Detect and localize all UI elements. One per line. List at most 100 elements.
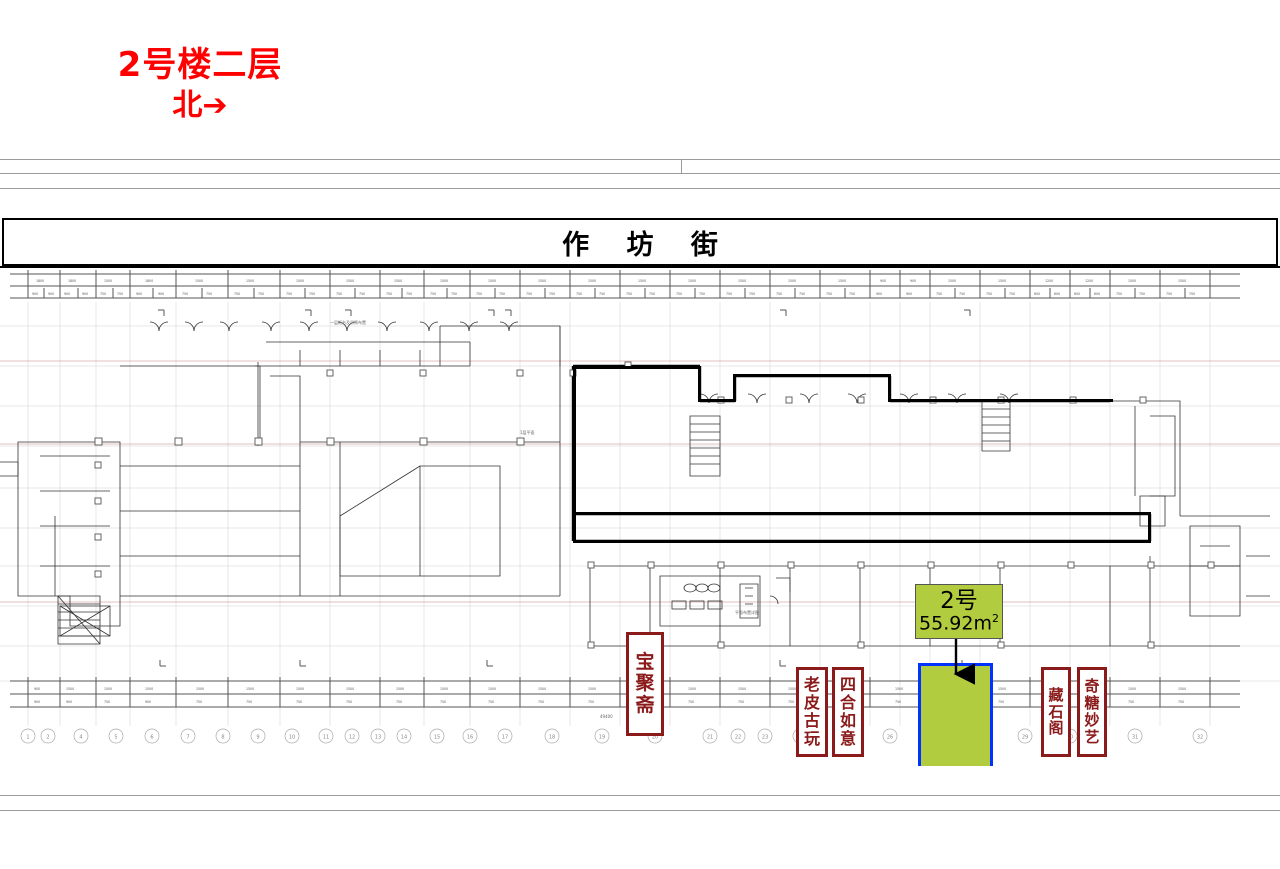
shop-siheruyi[interactable]: 四 合 如 意 [832,667,864,757]
svg-text:18: 18 [549,735,555,741]
svg-text:1500: 1500 [638,279,646,283]
svg-text:1500: 1500 [296,279,304,283]
shop-cangshige-char-0: 藏 [1048,685,1064,704]
svg-text:1500: 1500 [538,279,546,283]
svg-text:750: 750 [206,292,212,296]
svg-text:750: 750 [359,292,365,296]
svg-text:1500: 1500 [738,687,746,691]
svg-text:750: 750 [499,292,505,296]
svg-text:19: 19 [599,735,605,741]
shop-baojuzhai-char-1: 聚 [635,672,655,695]
shop-laopigu[interactable]: 老 皮 古 玩 [796,667,828,757]
svg-text:16: 16 [467,735,473,741]
svg-text:1500: 1500 [998,687,1006,691]
corridor-wall-step-c [733,374,736,402]
right-arrow-icon: ➔ [202,87,228,123]
svg-text:1500: 1500 [296,687,304,691]
svg-text:750: 750 [849,292,855,296]
shop-qitangmiaoyi-char-0: 奇 [1084,677,1100,696]
svg-text:1800: 1800 [145,279,153,283]
svg-text:1500: 1500 [1128,279,1136,283]
title-block: 2号楼二层 北➔ [70,47,330,123]
svg-text:750: 750 [476,292,482,296]
svg-text:750: 750 [1166,292,1172,296]
svg-text:1500: 1500 [246,687,254,691]
north-label: 北 [172,87,203,123]
svg-text:1500: 1500 [738,279,746,283]
svg-text:600: 600 [1034,292,1040,296]
svg-text:1500: 1500 [66,687,74,691]
svg-text:11: 11 [323,735,329,741]
svg-text:26: 26 [887,735,893,741]
svg-text:750: 750 [1139,292,1145,296]
svg-text:750: 750 [430,292,436,296]
unit-2-number: 2号 [940,587,978,614]
svg-text:750: 750 [1116,292,1122,296]
svg-text:900: 900 [34,687,40,691]
svg-text:600: 600 [1074,292,1080,296]
shop-laopigu-char-2: 古 [803,711,820,730]
svg-text:750: 750 [234,292,240,296]
corridor-wall-top-far [888,399,1113,402]
svg-text:8: 8 [221,735,224,741]
svg-text:1500: 1500 [396,687,404,691]
svg-text:750: 750 [649,292,655,296]
svg-text:750: 750 [826,292,832,296]
svg-text:900: 900 [66,700,72,704]
street-banner: 作 坊 街 [2,218,1278,266]
corridor-wall-lower [573,540,1151,543]
svg-text:750: 750 [396,700,402,704]
svg-text:750: 750 [117,292,123,296]
unit-2-tag[interactable]: 2号 55.92m2 [915,584,1003,639]
north-indicator: 北➔ [70,87,330,123]
street-banner-text: 作 坊 街 [562,229,732,261]
svg-text:1500: 1500 [440,687,448,691]
svg-text:750: 750 [196,700,202,704]
shop-cangshige[interactable]: 藏 石 阁 [1041,667,1071,757]
svg-text:1层平面: 1层平面 [520,429,535,435]
shop-baojuzhai[interactable]: 宝 聚 斋 [626,632,664,736]
svg-text:750: 750 [959,292,965,296]
svg-text:1500: 1500 [588,687,596,691]
svg-text:900: 900 [64,292,70,296]
separator-rule-second [0,173,1280,174]
svg-text:750: 750 [749,292,755,296]
svg-text:750: 750 [588,700,594,704]
corridor-wall-top-right [733,374,891,377]
svg-text:750: 750 [258,292,264,296]
svg-text:21: 21 [707,735,713,741]
svg-text:29: 29 [1022,735,1028,741]
shop-baojuzhai-char-0: 宝 [635,651,655,674]
corridor-wall-step-d [888,374,891,402]
unit-2-area-value: 55.92m [919,612,992,635]
svg-text:32: 32 [1197,735,1203,741]
svg-text:1500: 1500 [1178,687,1186,691]
svg-text:10: 10 [289,735,295,741]
svg-text:750: 750 [440,700,446,704]
svg-text:750: 750 [406,292,412,296]
svg-text:750: 750 [246,700,252,704]
svg-text:600: 600 [1094,292,1100,296]
svg-text:750: 750 [286,292,292,296]
svg-text:15: 15 [434,735,440,741]
svg-text:1500: 1500 [145,687,153,691]
separator-tick [681,159,682,174]
svg-text:750: 750 [549,292,555,296]
svg-text:平面布置详图: 平面布置详图 [735,609,759,615]
shop-siheruyi-char-0: 四 [839,675,856,695]
svg-text:750: 750 [699,292,705,296]
svg-text:900: 900 [906,292,912,296]
svg-text:1500: 1500 [1178,279,1186,283]
svg-text:1500: 1500 [246,279,254,283]
svg-text:1500: 1500 [196,687,204,691]
svg-text:750: 750 [599,292,605,296]
shop-qitangmiaoyi[interactable]: 奇 糖 妙 艺 [1077,667,1107,757]
svg-text:6: 6 [150,735,153,741]
svg-text:900: 900 [158,292,164,296]
corridor-wall-step-a [698,366,701,402]
svg-text:750: 750 [626,292,632,296]
svg-text:900: 900 [145,700,151,704]
corridor-wall-right-end [1148,512,1151,543]
svg-text:900: 900 [34,700,40,704]
unit-2-shape[interactable] [918,663,993,766]
